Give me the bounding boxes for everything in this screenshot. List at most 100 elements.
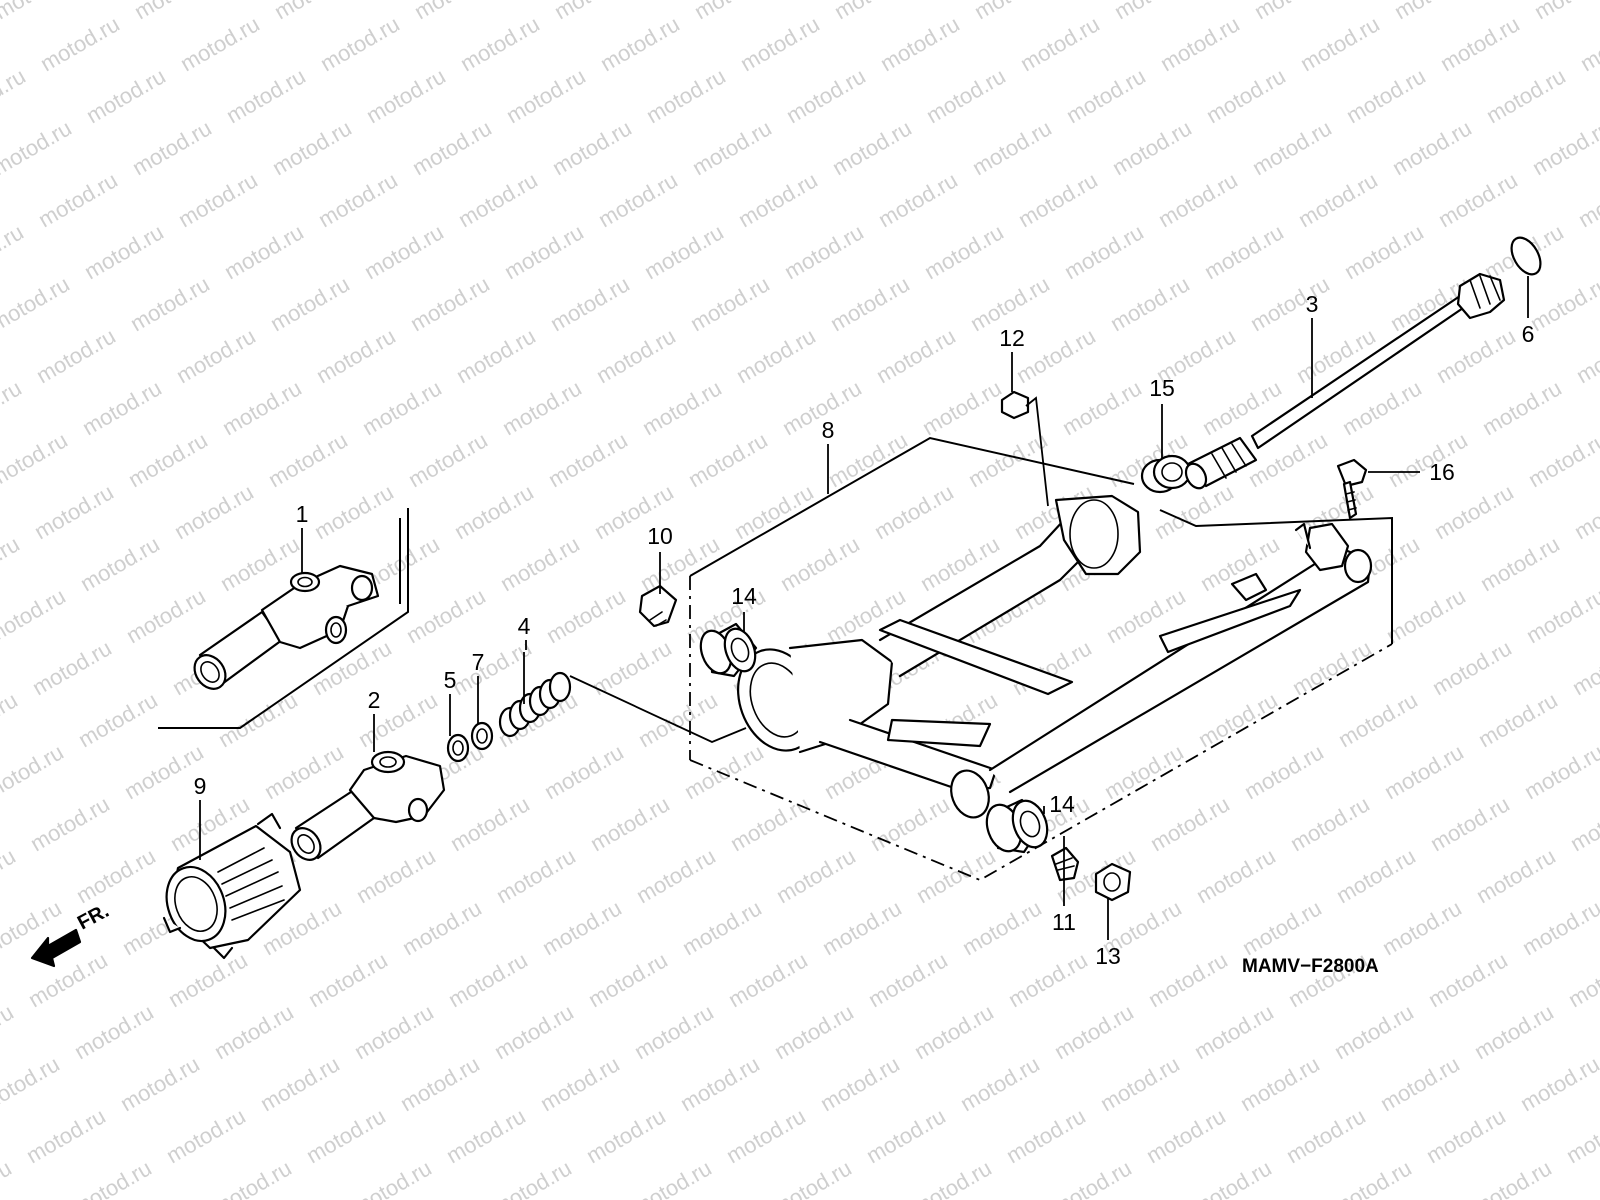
watermark-text: motod.ru [1524,427,1600,492]
watermark-text: motod.ru [964,427,1052,492]
watermark-text: motod.ru [164,947,252,1012]
watermark-text: motod.ru [0,271,74,336]
watermark-text: motod.ru [74,687,162,752]
watermark-text: motod.ru [126,271,214,336]
callout-2: 2 [368,687,381,713]
part-13-nut [1094,862,1132,902]
watermark-text: motod.ru [1476,531,1564,596]
watermark-text: motod.ru [1246,271,1334,336]
watermark-text: motod.ru [1478,375,1566,440]
watermark-text: motod.ru [1436,11,1524,76]
watermark-text: motod.ru [302,1103,390,1168]
watermark-text: motod.ru [350,999,438,1064]
watermark-text: motod.ru [0,219,28,284]
watermark-text: motod.ru [1388,115,1476,180]
watermark-text: motod.ru [870,479,958,544]
callout-14-upper: 14 [731,583,757,609]
watermark-text: motod.ru [1528,115,1600,180]
watermark-text: motod.ru [1200,219,1288,284]
watermark-text: motod.ru [1188,1155,1276,1200]
watermark-text: motod.ru [78,375,166,440]
watermark-text: motod.ru [208,1155,296,1200]
watermark-text: motod.ru [1058,375,1146,440]
watermark-text: motod.ru [816,1051,904,1116]
watermark-text: motod.ru [256,1051,344,1116]
watermark-text: motod.ru [492,843,580,908]
watermark-text: motod.ru [362,63,450,128]
watermark-text: motod.ru [686,271,774,336]
watermark-text: motod.ru [1520,739,1600,804]
watermark-text: motod.ru [264,427,352,492]
watermark-text: motod.ru [1296,11,1384,76]
watermark-text: motod.ru [1380,739,1468,804]
watermark-text: motod.ru [826,271,914,336]
watermark-text: motod.ru [922,63,1010,128]
watermark-text: motod.ru [538,895,626,960]
part-16-bolt [1336,458,1368,520]
watermark-text: motod.ru [1340,219,1428,284]
watermark-text: motod.ru [268,115,356,180]
watermark-text: motod.ru [818,895,906,960]
watermark-text: motod.ru [544,427,632,492]
watermark-text: motod.ru [1470,999,1558,1064]
watermark-text: motod.ru [0,115,76,180]
watermark-text: motod.ru [1192,843,1280,908]
watermark-text: motod.ru [1562,1103,1600,1168]
watermark-text: motod.ru [116,1051,204,1116]
watermark-text: motod.ru [782,63,870,128]
callout-5: 5 [444,667,457,693]
watermark-text: motod.ru [920,219,1008,284]
watermark-text: motod.ru [396,1051,484,1116]
watermark-text: motod.ru [1142,1103,1230,1168]
watermark-text: motod.ru [82,63,170,128]
watermark-text: motod.ru [170,479,258,544]
watermark-text: motod.ru [772,843,860,908]
watermark-text: motod.ru [210,999,298,1064]
watermark-text: motod.ru [0,687,22,752]
watermark-text: motod.ru [862,1103,950,1168]
watermark-text: motod.ru [910,999,998,1064]
watermark-text: motod.ru [1482,63,1570,128]
watermark-text: motod.ru [678,895,766,960]
callout-1: 1 [296,501,309,527]
watermark-text: motod.ru [28,635,116,700]
watermark-text: motod.ru [408,115,496,180]
watermark-text: motod.ru [1434,167,1522,232]
part-5-washer [446,733,470,763]
watermark-text: motod.ru [1100,739,1188,804]
watermark-text: motod.ru [1422,1103,1510,1168]
watermark-text: motod.ru [1238,895,1326,960]
callout-15: 15 [1149,375,1175,401]
watermark-text: motod.ru [1526,271,1600,336]
watermark-text: motod.ru [1202,63,1290,128]
watermark-text: motod.ru [454,167,542,232]
watermark-text: motod.ru [352,843,440,908]
watermark-text: motod.ru [0,739,68,804]
watermark-text: motod.ru [348,1155,436,1200]
watermark-text: motod.ru [1334,687,1422,752]
watermark-text: motod.ru [876,11,964,76]
watermark-text: motod.ru [310,479,398,544]
watermark-text: motod.ru [1014,167,1102,232]
watermark-text: motod.ru [1002,1103,1090,1168]
leader-lines [199,276,1529,940]
watermark-text: motod.ru [634,687,722,752]
watermark-text: motod.ru [642,63,730,128]
watermark-text: motod.ru [1382,583,1470,648]
swingarm-frame-box [689,436,1393,882]
watermark-text: motod.ru [1108,115,1196,180]
watermark-text: motod.ru [736,11,824,76]
watermark-text: motod.ru [0,1155,16,1200]
watermark-text: motod.ru [1430,479,1518,544]
watermark-text: motod.ru [872,323,960,388]
watermark-text: motod.ru [1106,271,1194,336]
watermark-text: motod.ru [456,11,544,76]
watermark-text: motod.ru [122,583,210,648]
watermark-text: motod.ru [76,531,164,596]
watermark-text: motod.ru [1384,427,1472,492]
watermark-text: motod.ru [130,0,218,24]
watermark-text: motod.ru [30,479,118,544]
watermark-text: motod.ru [26,791,114,856]
watermark-text: motod.ru [312,323,400,388]
watermark-text: motod.ru [80,219,168,284]
